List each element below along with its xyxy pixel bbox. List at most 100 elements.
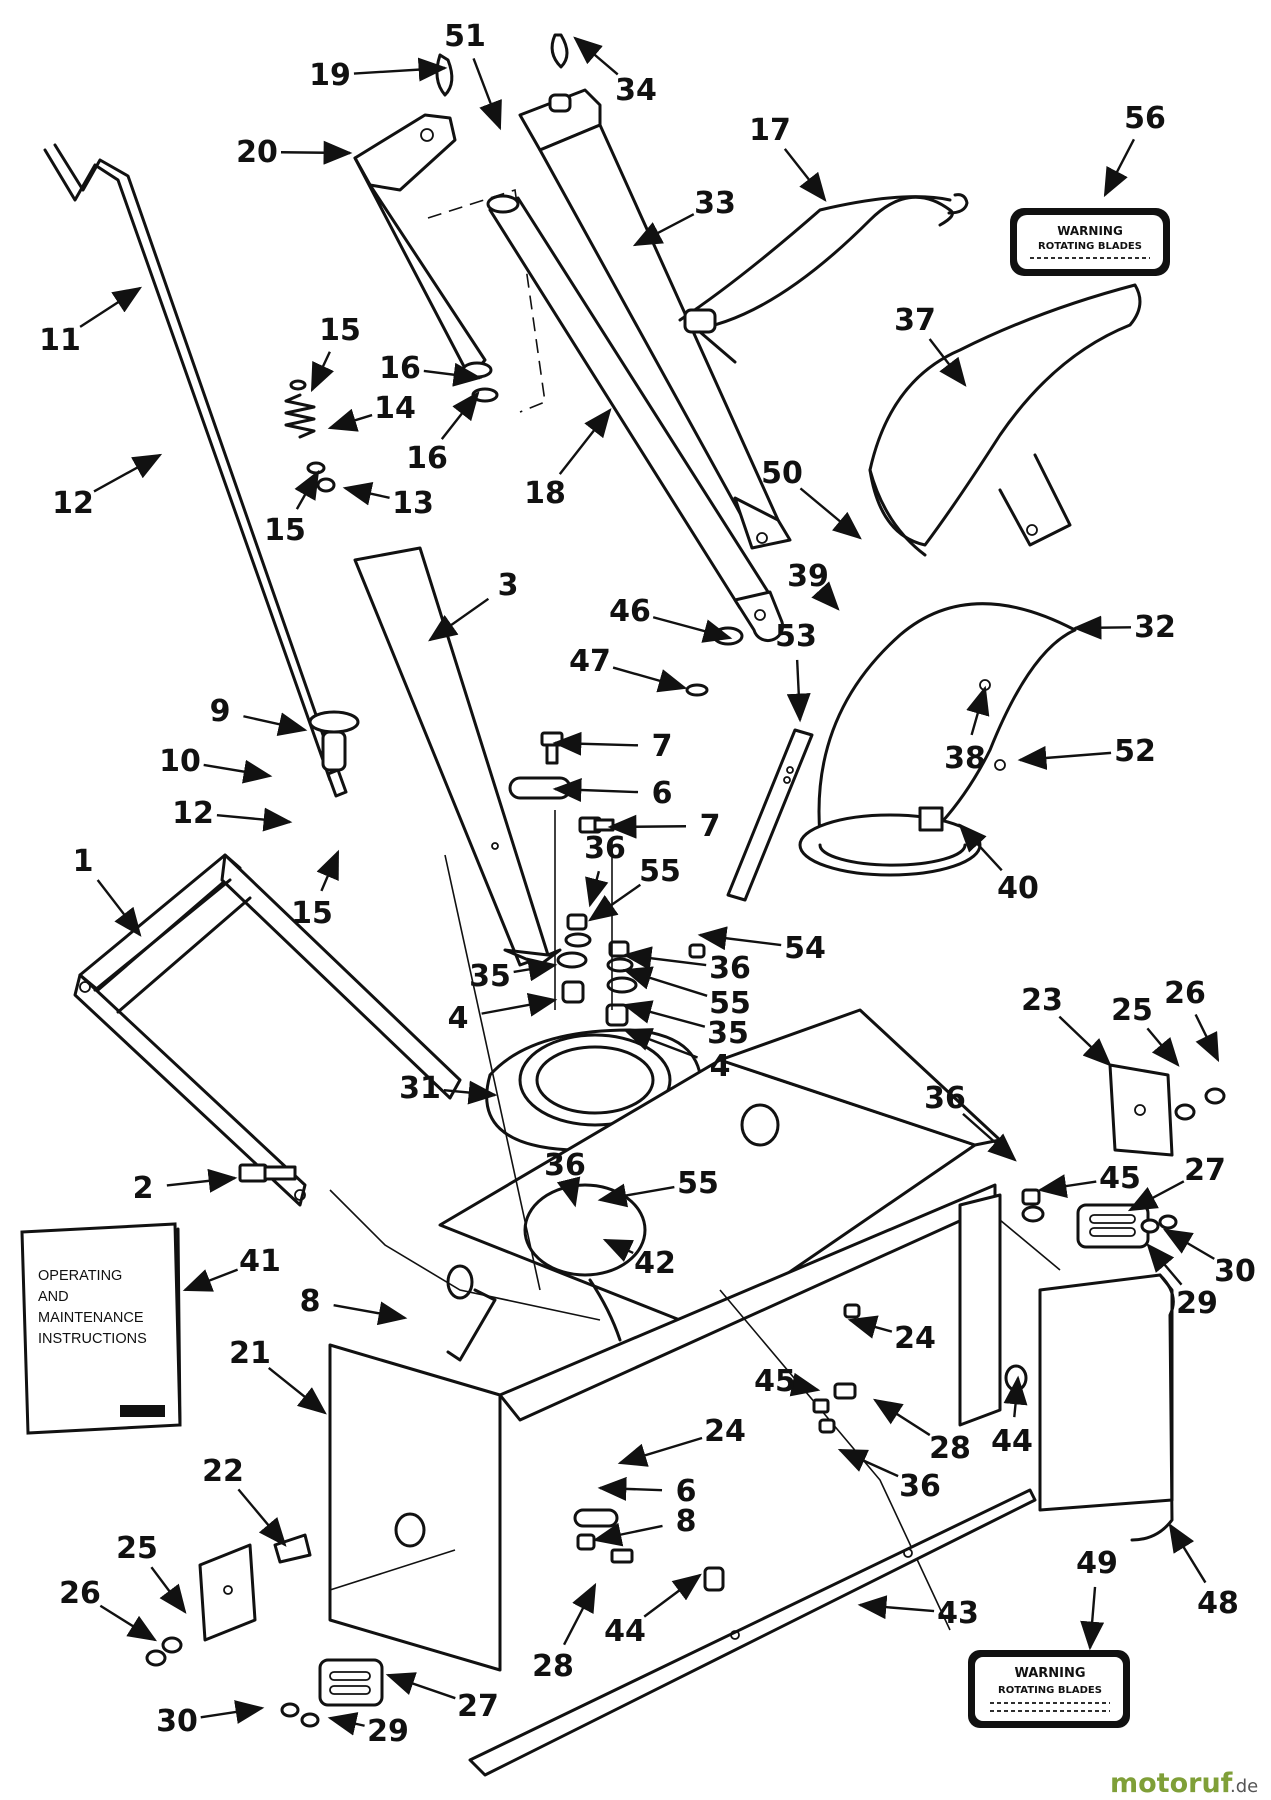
leader-45	[1037, 1174, 1097, 1198]
callout-30: 30	[156, 1704, 198, 1739]
callout-26: 26	[1164, 976, 1206, 1011]
leader-12	[93, 453, 163, 493]
warning-sign-bottom: WARNING ROTATING BLADES	[968, 1650, 1130, 1728]
leader-1	[96, 879, 142, 937]
callout-34: 34	[615, 73, 657, 108]
leader-51	[472, 58, 502, 131]
callout-19: 19	[309, 58, 351, 93]
operating-manual: OPERATING AND MAINTENANCE INSTRUCTIONS	[20, 1222, 182, 1435]
part-side-panel	[1038, 1273, 1175, 1542]
part-long-tube	[486, 194, 785, 643]
callout-6: 6	[676, 1474, 697, 1509]
leader-15	[294, 469, 320, 510]
leader-28	[872, 1398, 931, 1437]
callout-12: 12	[172, 796, 214, 831]
callout-26: 26	[59, 1576, 101, 1611]
leader-41	[182, 1268, 239, 1292]
callout-47: 47	[569, 644, 611, 679]
callout-44: 44	[604, 1614, 646, 1649]
callout-42: 42	[634, 1246, 676, 1281]
leader-53	[786, 659, 811, 723]
part-scraper-blade	[468, 1488, 1037, 1777]
sign-top-line1: WARNING	[1057, 224, 1123, 238]
callout-55: 55	[709, 986, 751, 1021]
callout-48: 48	[1197, 1586, 1239, 1621]
callout-28: 28	[532, 1649, 574, 1684]
callout-27: 27	[1184, 1153, 1226, 1188]
callout-29: 29	[367, 1714, 409, 1749]
leader-50	[799, 487, 862, 540]
callout-51: 51	[444, 19, 486, 54]
callout-43: 43	[937, 1596, 979, 1631]
leader-16	[440, 391, 480, 440]
part-left-fasteners	[145, 1508, 725, 1728]
callout-11: 11	[39, 323, 81, 358]
callout-23: 23	[1021, 983, 1063, 1018]
leader-55	[622, 966, 708, 997]
leader-21	[267, 1367, 327, 1415]
assembly-lines	[329, 810, 1061, 1631]
callout-28: 28	[929, 1431, 971, 1466]
callout-32: 32	[1134, 610, 1176, 645]
callout-24: 24	[894, 1321, 936, 1356]
callout-22: 22	[202, 1454, 244, 1489]
leader-6	[597, 1476, 663, 1501]
callout-15: 15	[319, 313, 361, 348]
callout-14: 14	[374, 391, 416, 426]
callout-31: 31	[399, 1071, 441, 1106]
leader-35	[513, 957, 558, 982]
leader-23	[1058, 1015, 1112, 1067]
part-fasteners-right	[812, 1188, 1045, 1434]
callout-50: 50	[761, 456, 803, 491]
leader-9	[243, 712, 308, 736]
callout-38: 38	[944, 741, 986, 776]
callout-40: 40	[997, 871, 1039, 906]
leader-20	[280, 140, 353, 165]
leader-7	[607, 814, 687, 839]
leader-39	[811, 581, 840, 611]
callout-44: 44	[991, 1424, 1033, 1459]
callout-7: 7	[652, 729, 673, 764]
callout-3: 3	[498, 568, 519, 603]
leader-8	[592, 1522, 663, 1547]
callout-6: 6	[652, 776, 673, 811]
callout-21: 21	[229, 1336, 271, 1371]
callout-55: 55	[639, 854, 681, 889]
leader-lines	[79, 36, 1220, 1736]
callout-1: 1	[73, 844, 94, 879]
part-spacer-stack	[556, 913, 638, 1027]
leader-26	[99, 1604, 158, 1642]
leader-35	[622, 1000, 706, 1028]
callout-15: 15	[264, 513, 306, 548]
warning-sign-top: WARNING ROTATING BLADES	[1010, 208, 1170, 276]
leader-14	[327, 408, 373, 432]
leader-19	[353, 57, 448, 82]
leader-30	[1162, 1228, 1215, 1260]
callout-54: 54	[784, 931, 826, 966]
part-upper-tube	[353, 53, 499, 403]
callout-8: 8	[676, 1504, 697, 1539]
leader-17	[783, 148, 827, 202]
manual-line2: AND	[38, 1289, 69, 1305]
leader-55	[588, 883, 642, 922]
part-skid-shoe-right	[1076, 1203, 1178, 1249]
leader-48	[1168, 1522, 1207, 1584]
leader-44	[643, 1573, 702, 1618]
part-support-bar	[726, 728, 814, 902]
leader-24	[847, 1315, 893, 1339]
part-main-frame-tube	[353, 546, 562, 967]
leader-36	[556, 1176, 581, 1208]
callout-37: 37	[894, 303, 936, 338]
callout-13: 13	[392, 486, 434, 521]
part-bearing-plate-right	[1108, 1063, 1226, 1157]
callout-46: 46	[609, 594, 651, 629]
callout-24: 24	[704, 1414, 746, 1449]
callout-39: 39	[787, 559, 829, 594]
callout-16: 16	[379, 351, 421, 386]
callout-9: 9	[210, 694, 231, 729]
leader-29	[1146, 1243, 1183, 1286]
leader-28	[562, 1582, 597, 1646]
leader-27	[385, 1672, 456, 1700]
leader-18	[558, 408, 612, 475]
